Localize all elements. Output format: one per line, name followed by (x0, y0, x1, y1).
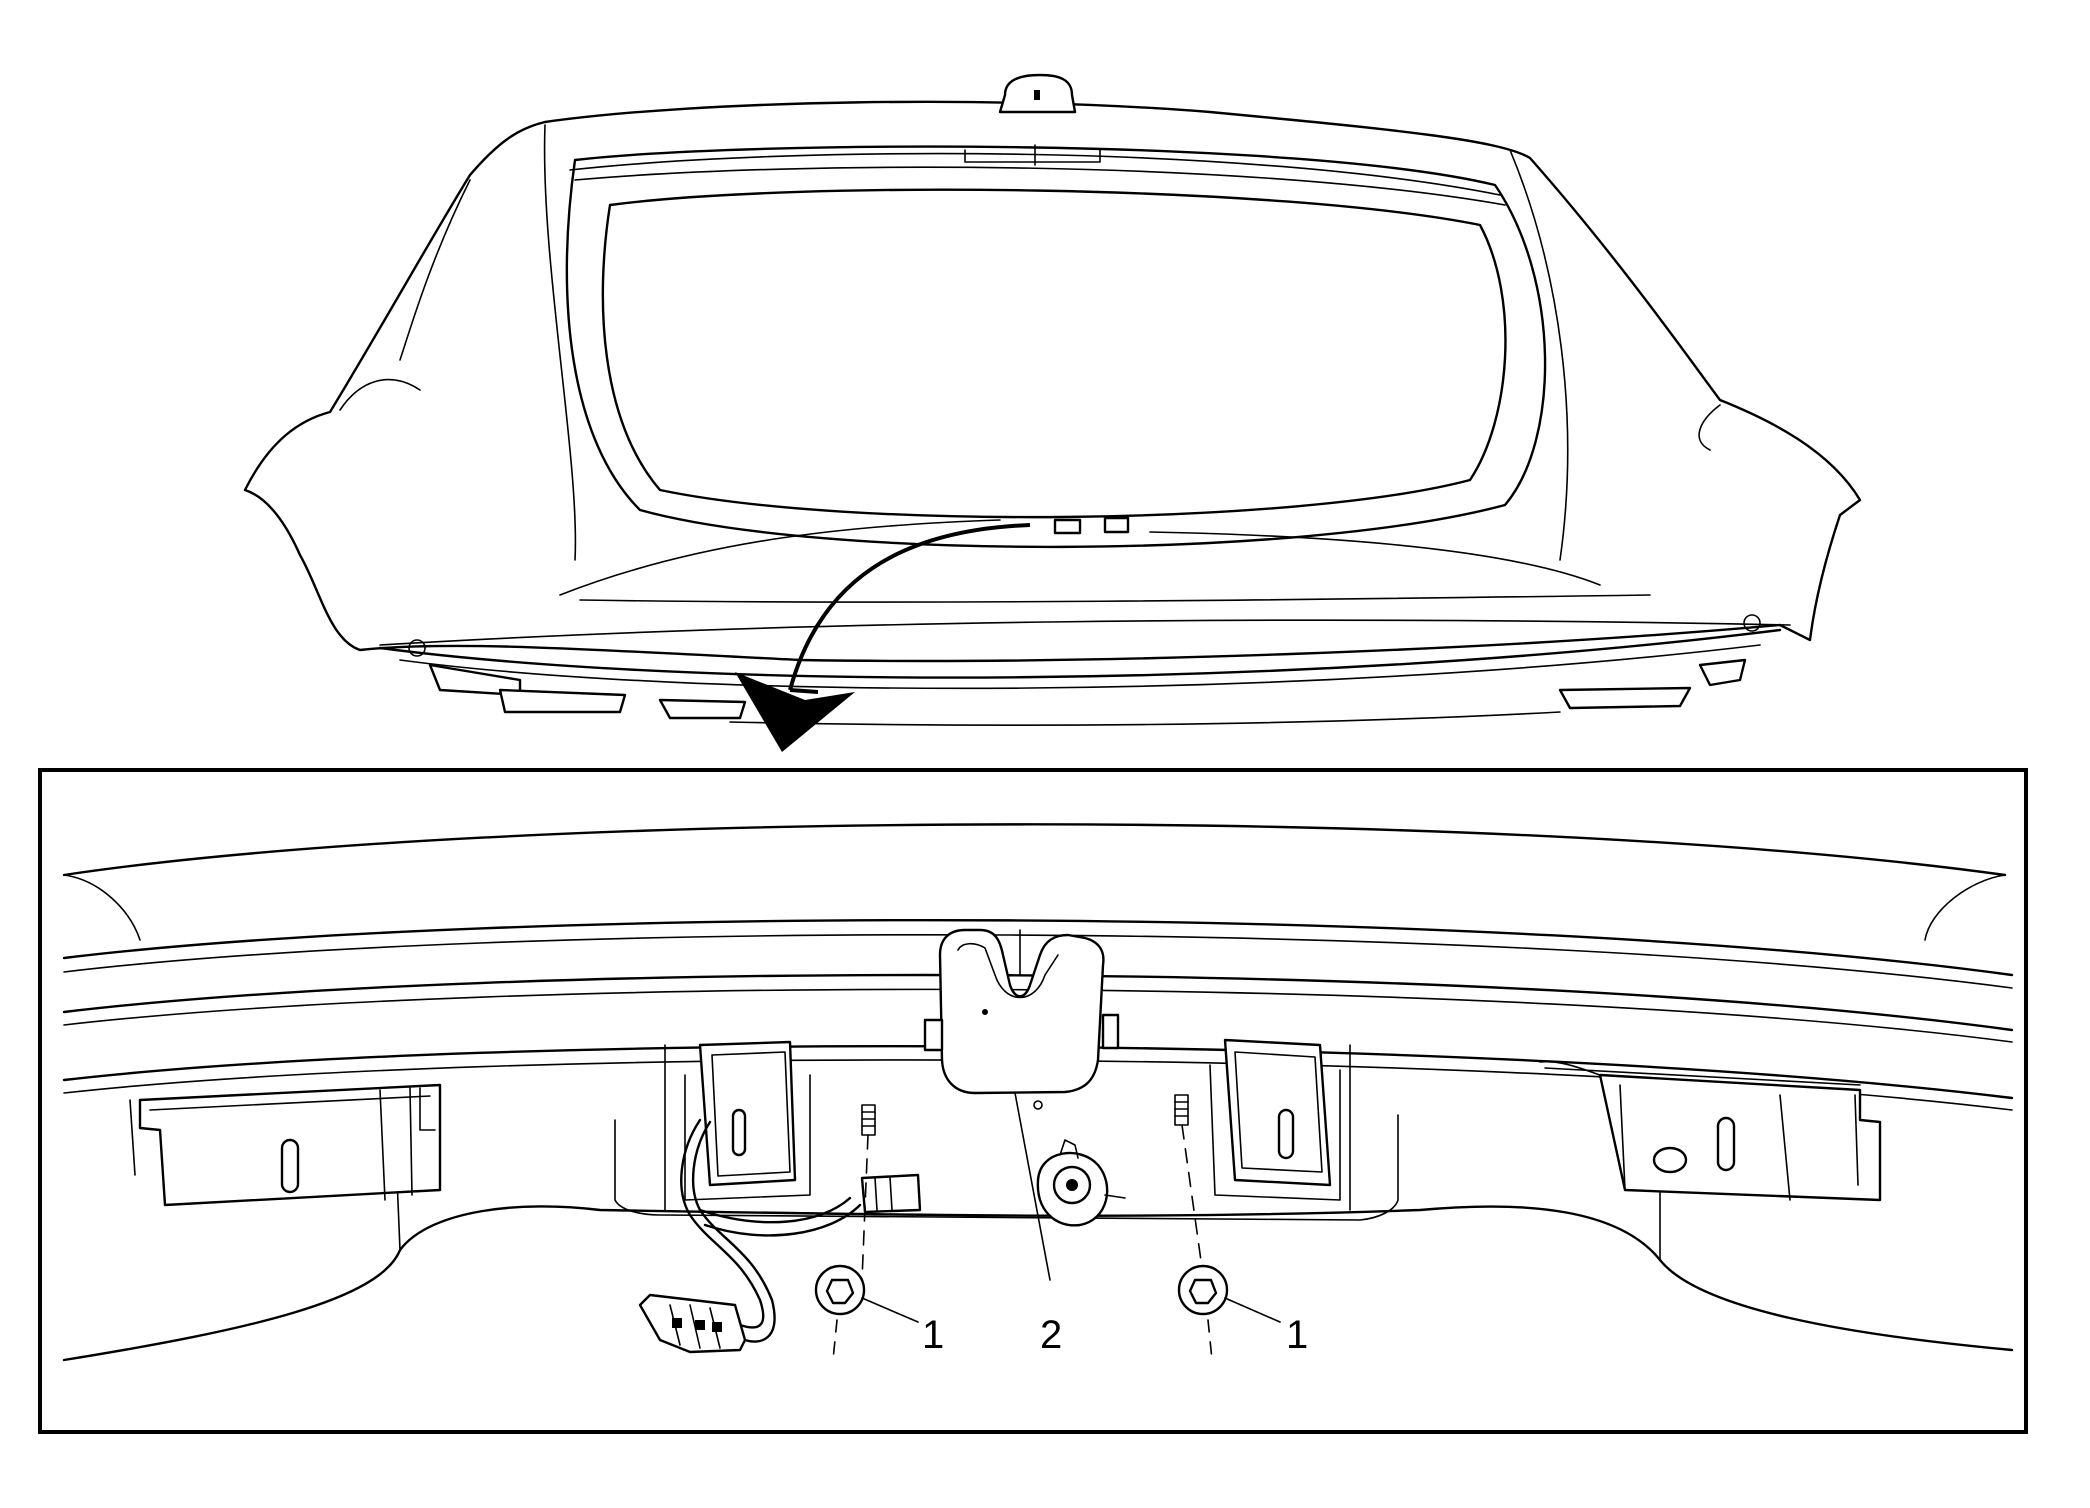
nut-right (1174, 1094, 1281, 1361)
right-bracket (1539, 1060, 1882, 1202)
wiring-harness (638, 1118, 922, 1354)
left-bracket (129, 1083, 442, 1207)
liftgate-overview (243, 73, 1862, 752)
nut-left (814, 1104, 919, 1361)
callout-nut-left: 1 (922, 1313, 944, 1357)
callout-nut-right: 1 (1286, 1313, 1308, 1357)
lock-cylinder (1033, 1100, 1126, 1227)
left-pocket (684, 1040, 811, 1201)
callout-striker: 2 (1040, 1313, 1062, 1357)
right-pocket (1209, 1038, 1341, 1201)
detail-view (38, 768, 2028, 1434)
striker (923, 928, 1120, 1095)
